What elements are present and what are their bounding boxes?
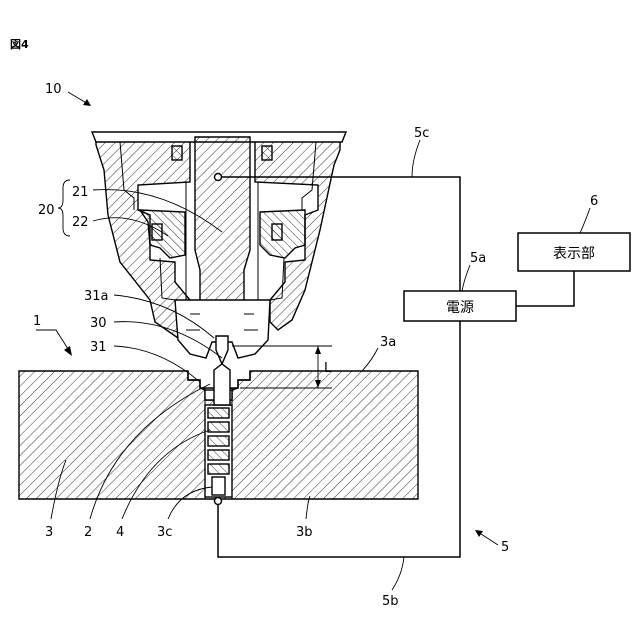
label-3a: 3a	[380, 335, 396, 350]
label-10: 10	[45, 82, 62, 97]
label-22: 22	[72, 215, 89, 230]
label-31: 31	[90, 340, 107, 355]
label-5c: 5c	[414, 126, 429, 141]
label-4: 4	[116, 525, 124, 540]
display-unit-box: 表示部	[518, 233, 630, 271]
label-3b: 3b	[296, 525, 313, 540]
label-L: L	[324, 361, 332, 376]
tool-head	[92, 132, 346, 364]
power-supply-box: 電源	[404, 291, 516, 321]
label-5b: 5b	[382, 594, 399, 609]
label-30: 30	[90, 316, 107, 331]
label-5a: 5a	[470, 251, 486, 266]
label-3c: 3c	[157, 525, 172, 540]
label-21: 21	[72, 185, 89, 200]
label-3: 3	[45, 525, 53, 540]
label-1: 1	[33, 314, 41, 329]
label-20: 20	[38, 203, 55, 218]
label-31a: 31a	[84, 289, 109, 304]
label-2: 2	[84, 525, 92, 540]
power-supply-label: 電源	[446, 300, 474, 316]
label-6: 6	[590, 194, 598, 209]
figure-label: 図4	[10, 37, 29, 51]
label-5: 5	[501, 540, 509, 555]
workpiece	[19, 364, 418, 505]
spring-stack	[205, 405, 232, 497]
display-unit-label: 表示部	[553, 246, 595, 262]
